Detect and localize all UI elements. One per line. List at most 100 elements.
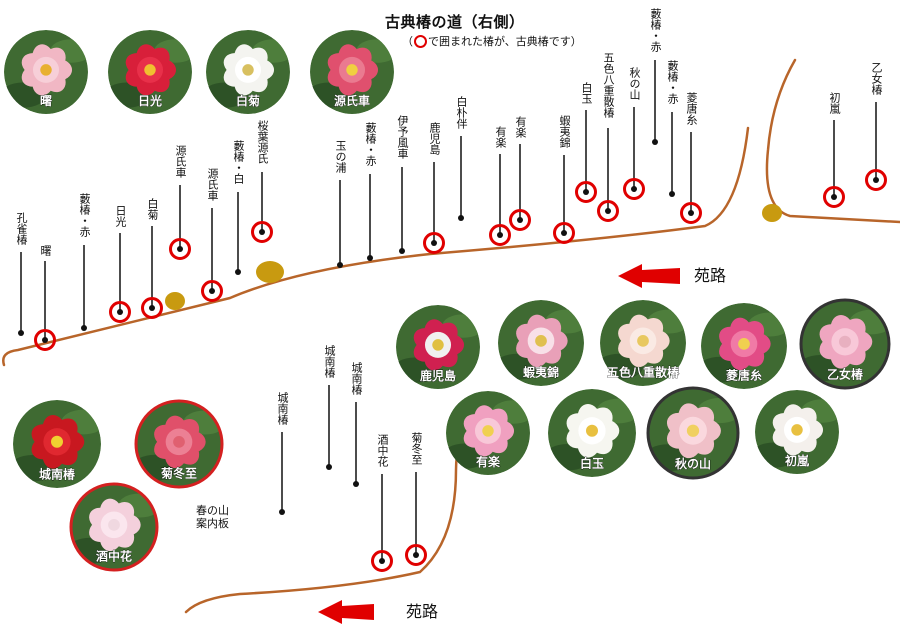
photo-caption: 秋の山 [675, 456, 711, 471]
photo-caption: 五色八重散椿 [607, 365, 680, 380]
photo-caption: 有楽 [476, 454, 501, 469]
upper-planting-16-dot [517, 217, 523, 223]
lower-planting-3-label: 城南椿 [350, 362, 363, 395]
upper-planting-20-label: 秋の山 [628, 67, 641, 100]
upper-planting-22-dot [669, 191, 675, 197]
stamen [40, 64, 52, 76]
stamen [535, 334, 547, 347]
upper-planting-8-label: 藪椿・白 [232, 140, 245, 184]
top-photo-2: 日光 [108, 30, 192, 114]
photo-content [801, 300, 889, 388]
photo-content [206, 30, 290, 114]
photo-caption: 白玉 [580, 455, 604, 470]
legend-ring-icon [414, 34, 427, 48]
upper-planting-3-dot [81, 325, 87, 331]
lower-photo-2: 菊冬至 [134, 399, 224, 489]
upper-planting-1-dot [18, 330, 24, 336]
upper-planting-21-label: 藪椿・赤 [649, 8, 662, 52]
upper-planting-24-classic-ring-icon [823, 186, 845, 208]
photo-content [498, 300, 584, 386]
map-title: 古典椿の道（右側） [385, 13, 525, 31]
middle-photo-7: 白玉 [548, 389, 636, 477]
upper-planting-25-dot [873, 177, 879, 183]
lower-planting-4-classic-ring-icon [371, 550, 393, 572]
stamen [637, 334, 649, 347]
upper-planting-3-label: 藪椿・赤 [78, 193, 91, 237]
lower-planting-4-label: 酒中花 [376, 434, 389, 467]
lower-planting-1-dot [279, 509, 285, 515]
photo-caption: 城南椿 [39, 466, 76, 481]
photo-content [136, 401, 222, 487]
lower-planting-4-dot [379, 558, 385, 564]
stamen [791, 424, 803, 436]
photo-caption: 初嵐 [785, 453, 810, 468]
lower-planting-5-classic-ring-icon [405, 544, 427, 566]
photo-content [701, 303, 787, 389]
upper-planting-5-dot [149, 305, 155, 311]
photo-caption: 鹿児島 [420, 368, 456, 383]
upper-planting-4-label: 日光 [114, 205, 127, 227]
upper-planting-7-label: 源氏車 [206, 168, 219, 201]
stamen [173, 435, 185, 448]
upper-planting-12-label: 伊予風車 [396, 115, 409, 159]
upper-planting-23-classic-ring-icon [680, 202, 702, 224]
stamen [738, 337, 750, 350]
photo-caption: 日光 [138, 93, 162, 108]
upper-planting-2-classic-ring-icon [34, 329, 56, 351]
photo-caption: 菊冬至 [160, 466, 197, 481]
upper-planting-23-dot [688, 210, 694, 216]
upper-planting-18-dot [583, 189, 589, 195]
stamen [242, 64, 254, 76]
top-photo-3: 白菊 [206, 30, 290, 114]
upper-planting-4-dot [117, 309, 123, 315]
photo-frame [69, 482, 159, 572]
upper-planting-12-dot [399, 248, 405, 254]
upper-planting-15-label: 有楽 [494, 126, 507, 148]
upper-planting-11-label: 藪椿・赤 [364, 122, 377, 166]
middle-photo-2: 蝦夷錦 [498, 300, 584, 386]
upper-planting-6-dot [177, 246, 183, 252]
upper-planting-19-label: 五色八重散椿 [602, 52, 615, 118]
upper-planting-8-dot [235, 269, 241, 275]
arrow-left-icon [618, 264, 680, 288]
photo-frame [799, 298, 891, 390]
upper-planting-17-classic-ring-icon [553, 222, 575, 244]
middle-photo-5: 乙女椿 [799, 298, 891, 390]
path-edge-upper-left [2, 126, 750, 367]
path-edge-lower [184, 430, 472, 614]
upper-planting-13-dot [431, 240, 437, 246]
photo-frame [134, 399, 224, 489]
photo-caption: 蝦夷錦 [523, 365, 559, 380]
upper-planting-7-dot [209, 288, 215, 294]
stamen [482, 425, 494, 437]
middle-photo-9: 初嵐 [755, 390, 839, 474]
middle-photo-1: 鹿児島 [396, 305, 480, 389]
shrub-3 [762, 204, 782, 222]
middle-photo-3: 五色八重散椿 [600, 300, 686, 386]
stamen [50, 435, 64, 448]
information-board-label: 春の山案内板 [196, 504, 229, 530]
upper-planting-19-classic-ring-icon [597, 200, 619, 222]
upper-planting-10-dot [337, 262, 343, 268]
upper-planting-23-label: 菱唐糸 [685, 92, 698, 125]
lower-planting-5-dot [413, 552, 419, 558]
upper-planting-16-classic-ring-icon [509, 209, 531, 231]
photo-content [310, 30, 394, 114]
photo-caption: 乙女椿 [827, 366, 864, 381]
subtitle-text: で囲まれた椿が、古典椿です） [428, 35, 582, 48]
photo-content [108, 30, 192, 114]
upper-planting-21-dot [652, 139, 658, 145]
upper-planting-17-label: 蝦夷錦 [558, 115, 571, 148]
top-photo-4: 源氏車 [310, 30, 394, 114]
upper-planting-16-label: 有楽 [514, 116, 527, 138]
upper-planting-18-classic-ring-icon [575, 181, 597, 203]
middle-photo-4: 菱唐糸 [701, 303, 787, 389]
upper-planting-13-label: 鹿児島 [428, 122, 441, 155]
upper-planting-24-label: 初嵐 [828, 92, 841, 114]
photo-caption: 源氏車 [334, 93, 370, 108]
upper-planting-7-classic-ring-icon [201, 280, 223, 302]
upper-planting-14-label: 白朴伴 [455, 96, 468, 129]
stamen [108, 518, 120, 531]
